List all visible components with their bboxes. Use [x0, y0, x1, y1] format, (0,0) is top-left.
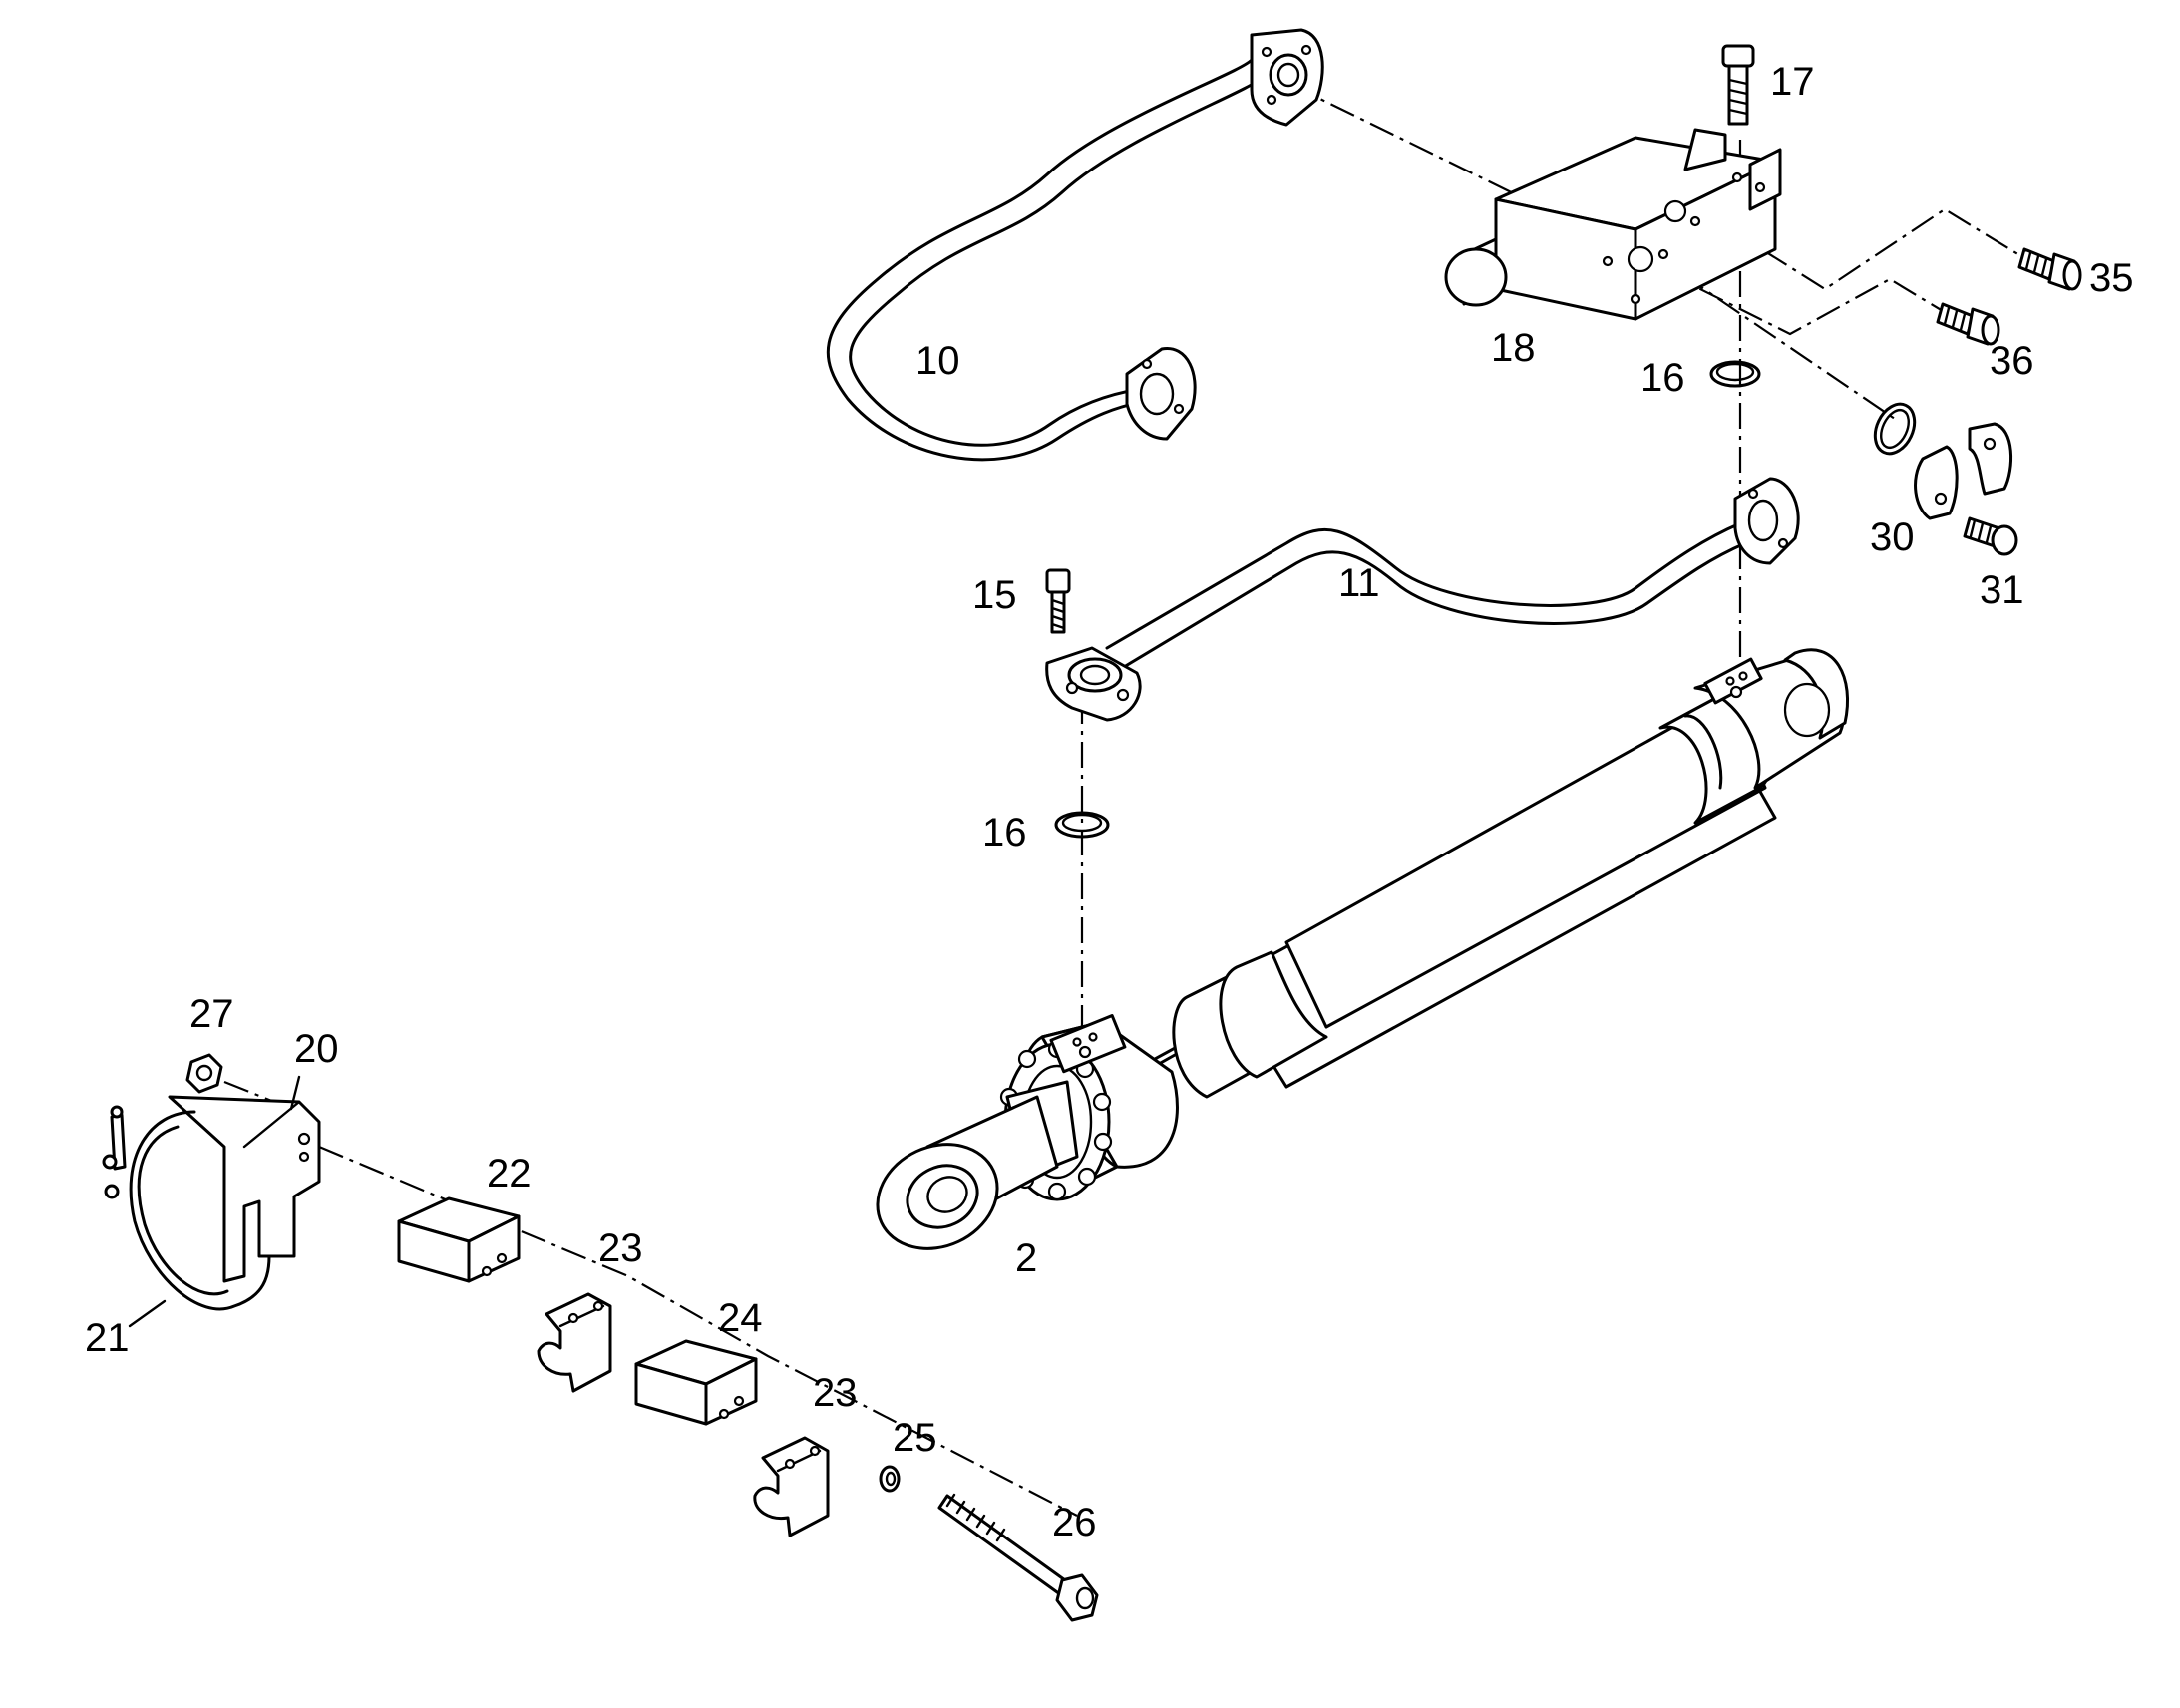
- label-part-21: 21: [85, 1316, 130, 1360]
- band-clamp-21: [102, 1105, 271, 1311]
- o-ring-30: [1873, 402, 1917, 456]
- pipe-10: [826, 28, 1324, 462]
- hydraulic-cylinder: [876, 648, 1850, 1250]
- label-part-16-upper: 16: [1640, 356, 1685, 400]
- clamp-half-23-a: [537, 1292, 612, 1393]
- label-part-10: 10: [915, 339, 960, 383]
- label-part-31: 31: [1980, 568, 2024, 612]
- label-part-25: 25: [893, 1416, 937, 1460]
- label-part-27: 27: [189, 992, 234, 1036]
- label-part-17: 17: [1770, 60, 1815, 104]
- label-part-36: 36: [1990, 339, 2034, 383]
- label-part-2: 2: [1015, 1236, 1037, 1280]
- label-part-20: 20: [294, 1027, 339, 1071]
- block-24: [634, 1339, 758, 1426]
- part-labels: 2 10 11 15 16 16 17 18 20 21 22 23 23 24…: [85, 60, 2134, 1544]
- label-part-18: 18: [1491, 326, 1536, 370]
- label-part-23-b: 23: [813, 1371, 858, 1415]
- label-part-24: 24: [718, 1296, 763, 1340]
- clamp-bracket-20: [168, 1095, 321, 1283]
- clamp-half-23-b: [753, 1436, 830, 1537]
- screw-31: [1963, 516, 2018, 556]
- o-ring-16-lower: [1054, 811, 1110, 839]
- label-part-22: 22: [487, 1152, 532, 1196]
- label-part-26: 26: [1052, 1501, 1097, 1544]
- split-flange-30: [1914, 422, 2013, 520]
- screw-17: [1721, 44, 1755, 126]
- pipe-11: [1045, 477, 1800, 722]
- label-part-35: 35: [2089, 256, 2134, 300]
- o-ring-16-upper: [1709, 360, 1761, 388]
- washer-25: [879, 1465, 901, 1493]
- label-part-16-lower: 16: [982, 811, 1027, 854]
- label-part-23-a: 23: [598, 1226, 643, 1270]
- fitting-36: [1936, 302, 2000, 346]
- label-part-30: 30: [1870, 515, 1915, 559]
- label-part-15: 15: [972, 573, 1017, 617]
- screw-15: [1045, 568, 1071, 634]
- fitting-35: [2017, 247, 2082, 291]
- valve-block-18: [1444, 128, 1782, 321]
- nut-27: [185, 1053, 223, 1094]
- block-22: [397, 1196, 521, 1283]
- label-part-11: 11: [1338, 561, 1380, 605]
- leader-21: [128, 1299, 167, 1328]
- leader-20: [289, 1075, 301, 1111]
- bolt-26: [937, 1493, 1099, 1622]
